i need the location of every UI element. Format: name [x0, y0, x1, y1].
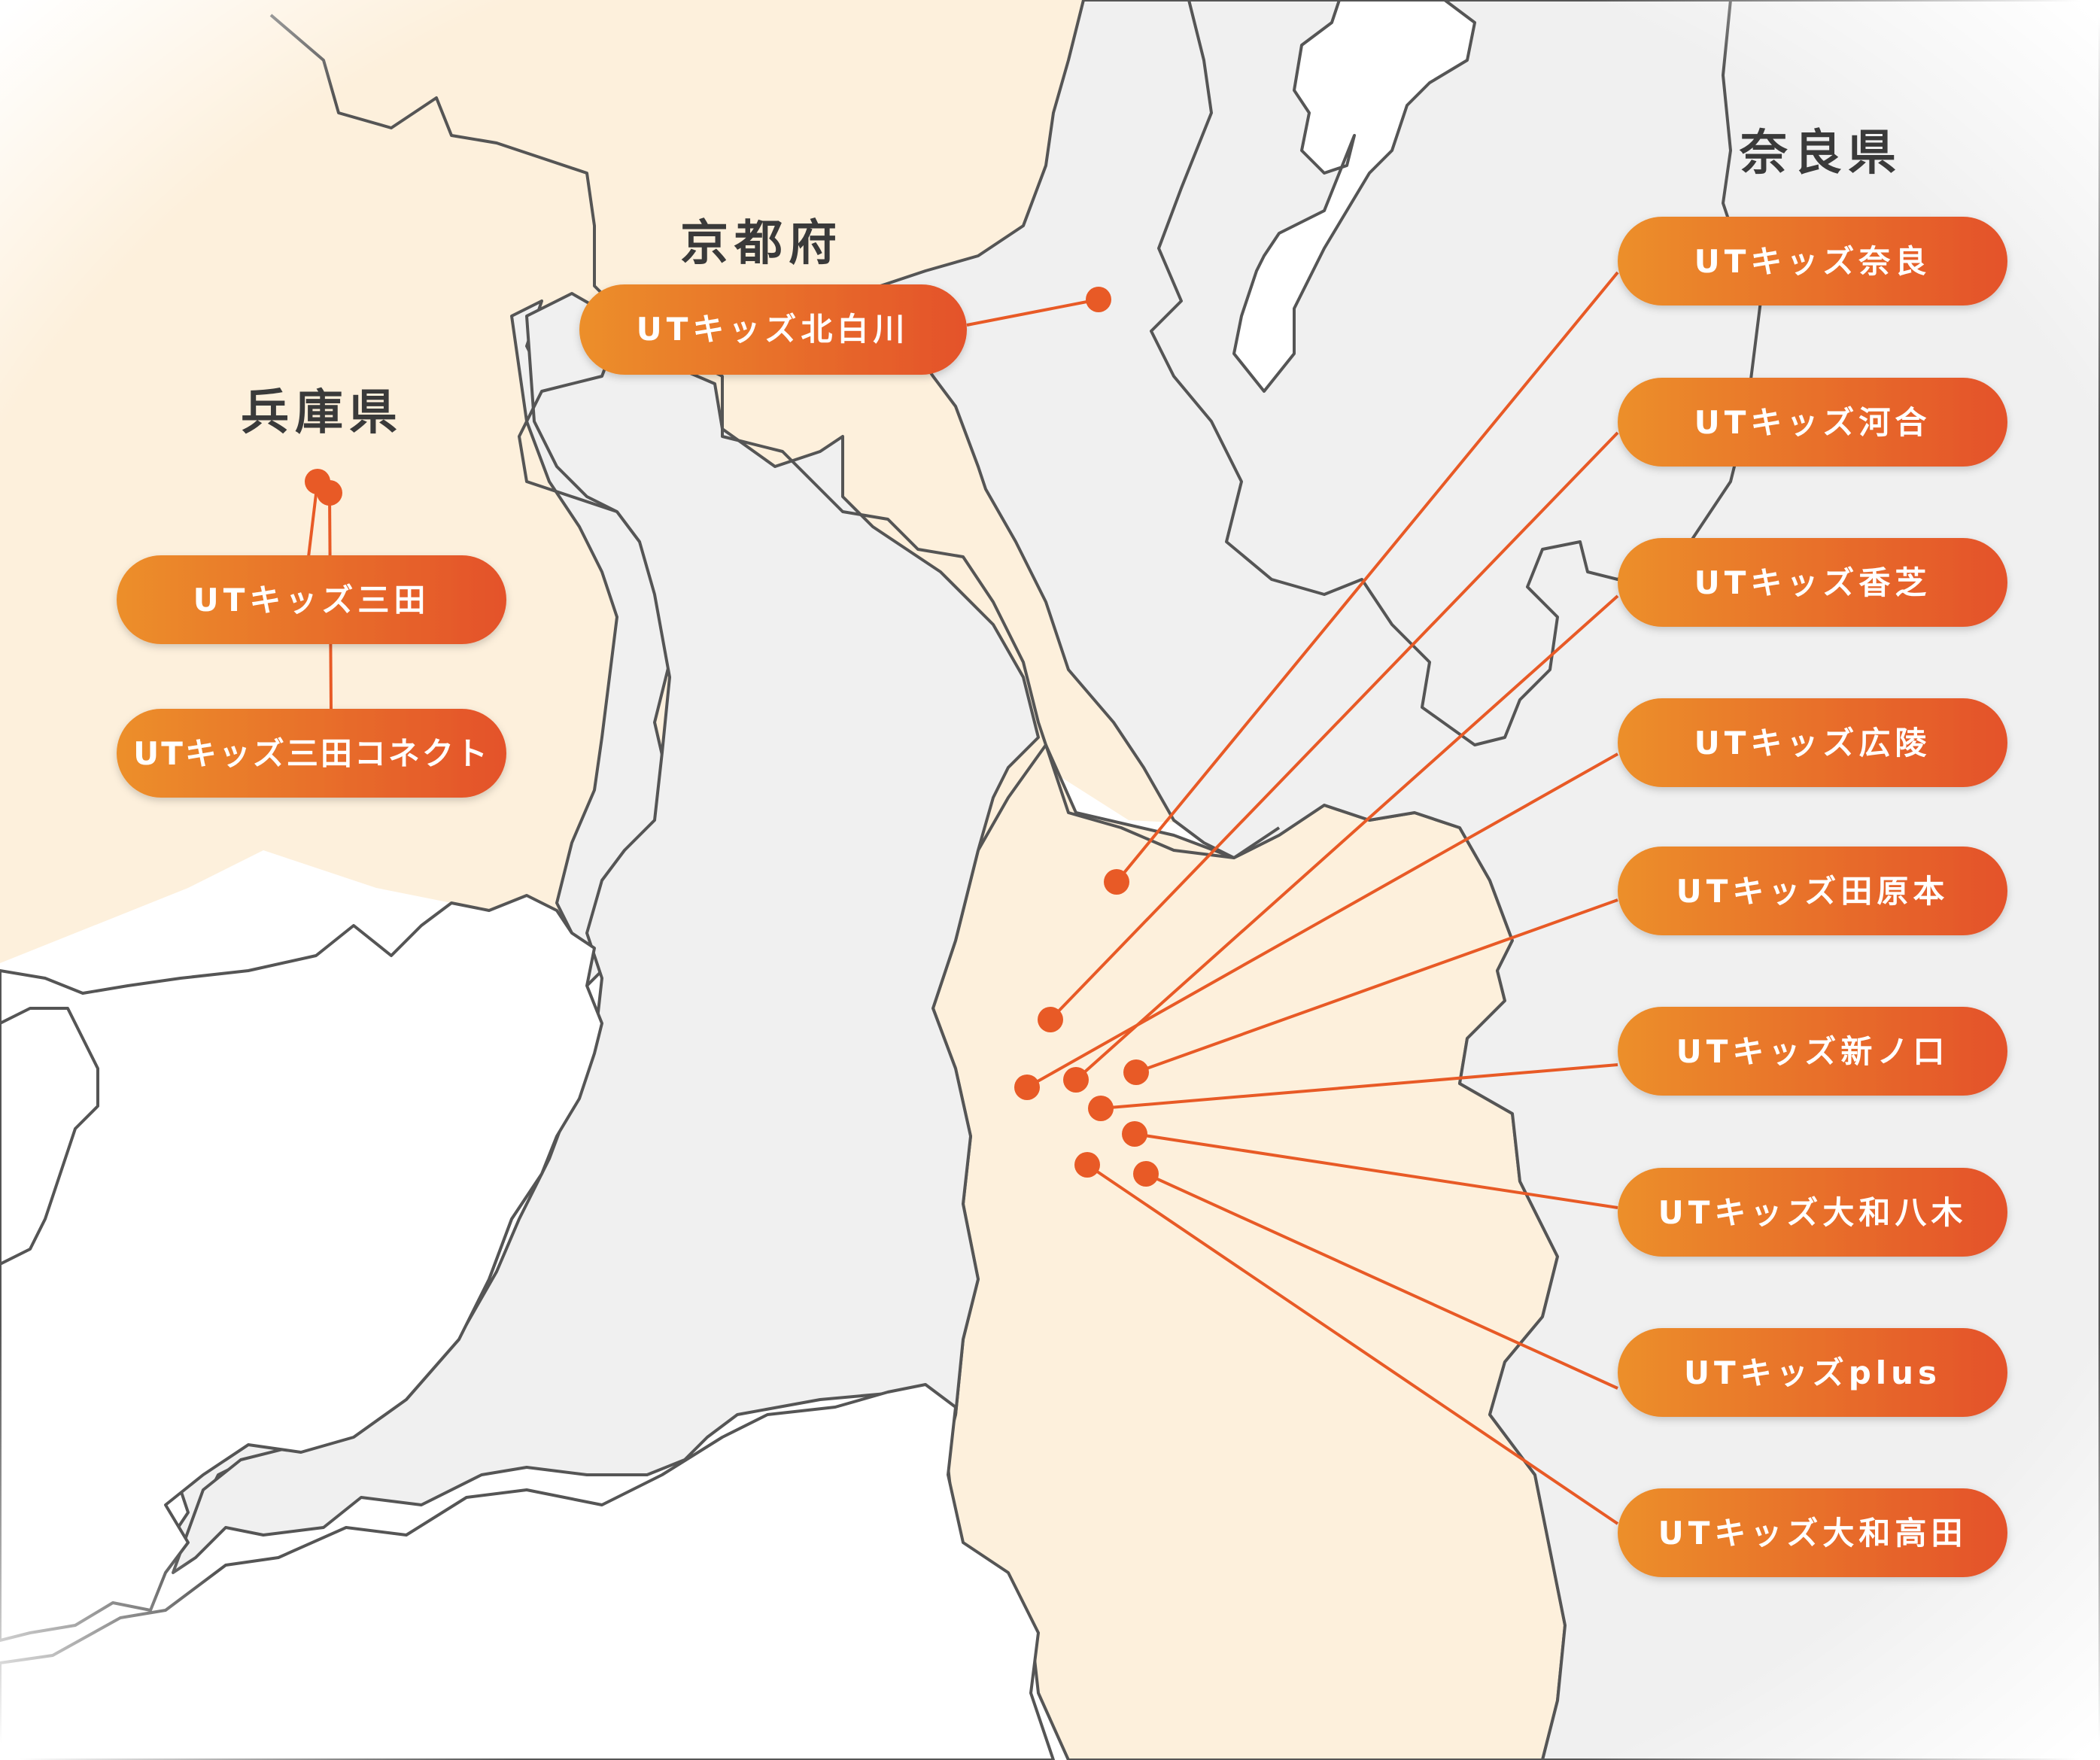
pill-tawaramoto[interactable]: UTキッズ田原本 [1618, 847, 2007, 935]
region-label-kyoto: 京都府 [680, 216, 843, 272]
pill-yamato-yagi-label: UTキッズ大和八木 [1658, 1194, 1968, 1231]
region-labels: 兵庫県 京都府 奈良県 [241, 126, 1902, 441]
pill-koryo[interactable]: UTキッズ広陵 [1618, 698, 2007, 787]
pill-plus-label: UTキッズplus [1684, 1354, 1941, 1391]
dot-sanda-connect[interactable] [317, 480, 342, 506]
dot-plus[interactable] [1133, 1161, 1159, 1187]
connector-plus [1145, 1172, 1618, 1390]
pill-yamato-takada[interactable]: UTキッズ大和高田 [1618, 1488, 2007, 1577]
pill-sanda[interactable]: UTキッズ三田 [117, 555, 506, 644]
region-label-hyogo: 兵庫県 [241, 385, 403, 441]
pill-kashiba-label: UTキッズ香芝 [1694, 564, 1931, 601]
connector-kawai [1049, 431, 1619, 1021]
dot-nara[interactable] [1104, 869, 1129, 895]
dot-kawai[interactable] [1038, 1007, 1063, 1032]
connector-kashiba [1074, 594, 1619, 1081]
connector-yamato-yagi [1134, 1132, 1618, 1209]
pill-kawai-label: UTキッズ河合 [1694, 404, 1931, 441]
dot-kitashirakawa[interactable] [1086, 287, 1111, 312]
pill-nara[interactable]: UTキッズ奈良 [1618, 217, 2007, 305]
dot-tawaramoto[interactable] [1123, 1059, 1149, 1085]
dot-yamato-takada[interactable] [1074, 1152, 1100, 1178]
location-dots [305, 287, 1159, 1187]
region-label-nara: 奈良県 [1739, 126, 1902, 181]
connector-shinnokuchi [1100, 1063, 1618, 1110]
pill-tawaramoto-label: UTキッズ田原本 [1676, 873, 1950, 910]
pill-kitashirakawa[interactable]: UTキッズ北白川 [579, 284, 967, 375]
pill-sanda-label: UTキッズ三田 [193, 582, 430, 619]
connector-koryo [1026, 752, 1618, 1089]
pill-koryo-label: UTキッズ広陵 [1694, 725, 1931, 761]
connector-nara [1115, 271, 1619, 883]
pill-yamato-yagi[interactable]: UTキッズ大和八木 [1618, 1168, 2007, 1257]
pill-kashiba[interactable]: UTキッズ香芝 [1618, 538, 2007, 627]
connector-kitashirakawa [966, 298, 1099, 327]
dot-shinnokuchi[interactable] [1088, 1096, 1114, 1121]
pill-kawai[interactable]: UTキッズ河合 [1618, 378, 2007, 467]
connector-lines [307, 271, 1619, 1525]
pill-kitashirakawa-label: UTキッズ北白川 [637, 311, 910, 348]
pill-nara-label: UTキッズ奈良 [1694, 243, 1931, 280]
pill-yamato-takada-label: UTキッズ大和高田 [1658, 1515, 1968, 1552]
pill-plus[interactable]: UTキッズplus [1618, 1328, 2007, 1417]
pill-sanda-connect[interactable]: UTキッズ三田コネクト [117, 709, 506, 798]
connector-tawaramoto [1135, 898, 1618, 1074]
location-pills: UTキッズ北白川 UTキッズ三田 UTキッズ三田コネクト UTキッズ奈良 UTキ… [117, 217, 2007, 1577]
dot-kashiba[interactable] [1063, 1067, 1089, 1093]
pill-shinnokuchi-label: UTキッズ新ノ口 [1676, 1033, 1950, 1070]
dot-yamato-yagi[interactable] [1122, 1121, 1147, 1147]
dot-koryo[interactable] [1014, 1075, 1040, 1100]
pill-shinnokuchi[interactable]: UTキッズ新ノ口 [1618, 1007, 2007, 1096]
connector-yamato-takada [1086, 1163, 1619, 1525]
pill-sanda-connect-label: UTキッズ三田コネクト [133, 735, 490, 772]
